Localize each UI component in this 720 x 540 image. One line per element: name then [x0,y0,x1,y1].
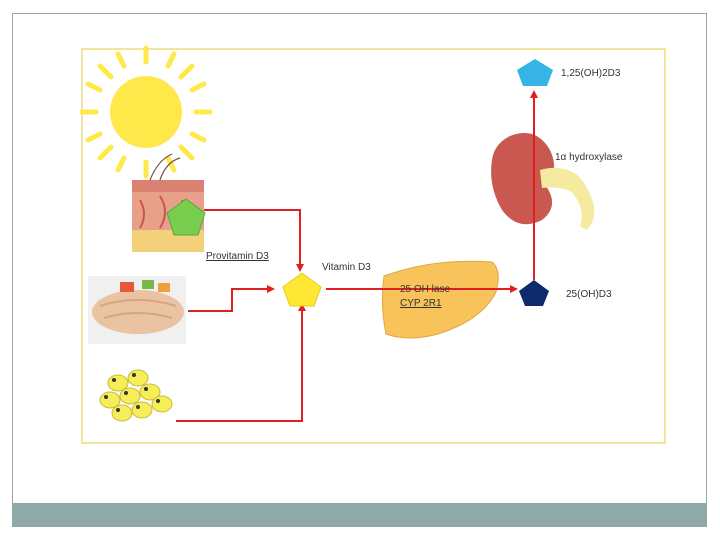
active-vitamin-pentagon [517,59,553,86]
vitamin-d3-label: Vitamin D3 [322,262,371,273]
liver-icon [381,260,499,339]
skin-icon [132,153,206,252]
arrow-skin-to-vitamin [204,209,304,272]
kidney-icon [491,133,595,230]
25ohd3-pentagon [519,280,549,306]
alpha-hydroxylase-label: 1α hydroxylase [555,152,623,163]
provitamin-label: Provitamin D3 [206,251,269,262]
25ohd3-label: 25(OH)D3 [566,289,612,300]
arrow-food-to-vitamin [188,285,275,312]
pills-icon [99,369,173,422]
sun-icon [79,45,213,179]
arrow-pills-to-vitamin [176,303,306,422]
arrows [176,90,538,422]
enzyme-label-line1: 25 OH lase [400,284,450,295]
enzyme-label-line2: CYP 2R1 [400,298,442,309]
active-vitamin-label: 1,25(OH)2D3 [561,68,621,79]
footer-bar [12,503,707,527]
provitamin-pentagon [166,198,206,236]
fish-food-icon [88,276,186,344]
vitamin-d3-pentagon [282,272,322,307]
